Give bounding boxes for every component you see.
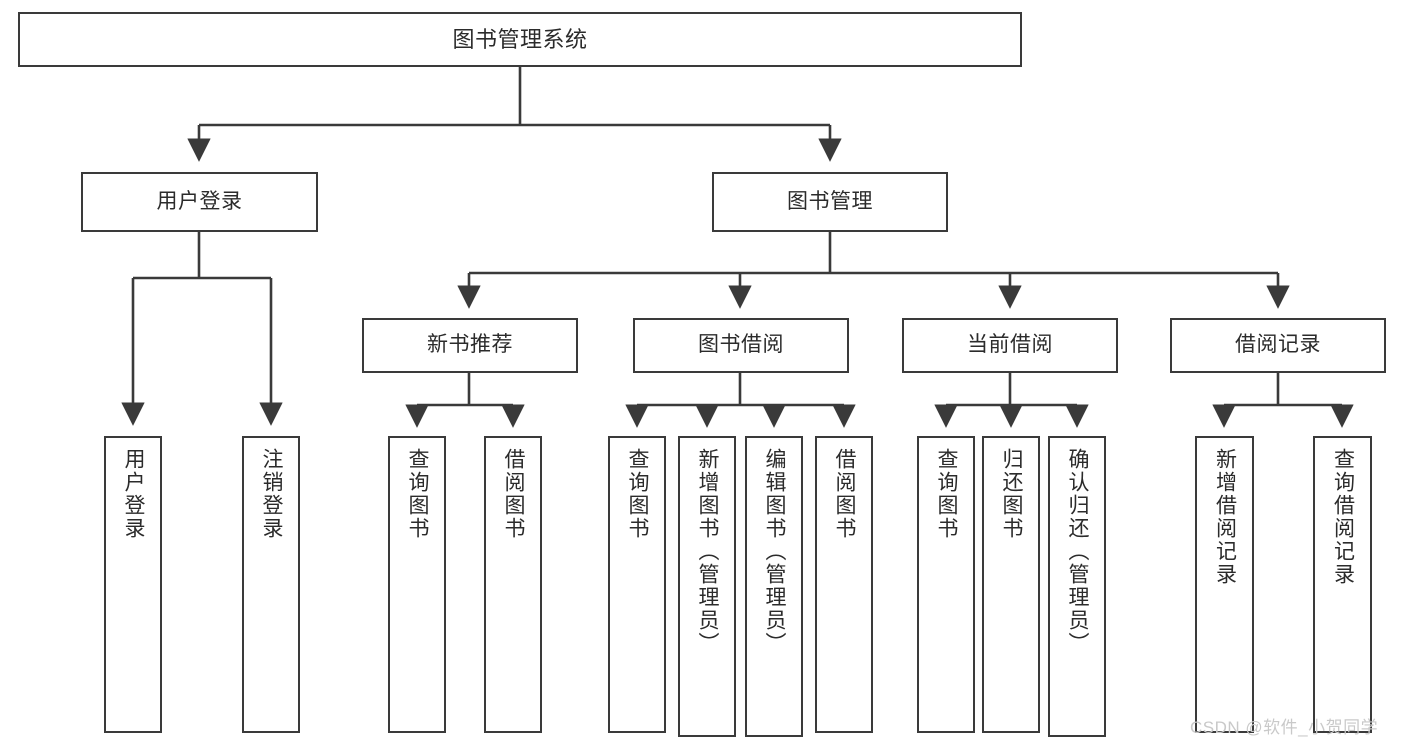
node-label: 图书借阅 [698, 333, 784, 357]
node-label: 注销登录 [260, 448, 284, 540]
node-current-borrow[interactable]: 当前借阅 [902, 318, 1118, 373]
node-user-login[interactable]: 用户登录 [81, 172, 318, 232]
leaf-query-borrow-record[interactable]: 查询借阅记录 [1313, 436, 1372, 733]
node-book-borrow[interactable]: 图书借阅 [633, 318, 849, 373]
node-label: 用户登录 [156, 189, 243, 213]
node-new-book-recommend[interactable]: 新书推荐 [362, 318, 578, 373]
node-label: 查询图书 [626, 448, 650, 540]
node-label: 借阅图书 [833, 448, 857, 540]
leaf-confirm-return-admin[interactable]: 确认归还（管理员） [1048, 436, 1106, 737]
node-label: 查询图书 [935, 448, 959, 540]
leaf-add-book-admin[interactable]: 新增图书（管理员） [678, 436, 736, 737]
leaf-borrow-book-1[interactable]: 借阅图书 [484, 436, 542, 733]
leaf-edit-book-admin[interactable]: 编辑图书（管理员） [745, 436, 803, 737]
leaf-logout[interactable]: 注销登录 [242, 436, 300, 733]
node-label: 借阅图书 [502, 448, 526, 540]
node-label: 查询图书 [406, 448, 430, 540]
node-label: 图书管理 [787, 189, 873, 213]
node-label: 当前借阅 [967, 333, 1053, 357]
node-label: 归还图书 [1000, 448, 1024, 540]
node-label: 用户登录 [122, 448, 146, 540]
csdn-watermark: CSDN @软件_小贺同学 [1190, 718, 1379, 737]
node-label: 借阅记录 [1235, 333, 1321, 357]
node-label: 查询借阅记录 [1331, 448, 1355, 586]
leaf-return-book[interactable]: 归还图书 [982, 436, 1040, 733]
leaf-add-borrow-record[interactable]: 新增借阅记录 [1195, 436, 1254, 733]
leaf-query-book-2[interactable]: 查询图书 [608, 436, 666, 733]
node-borrow-record[interactable]: 借阅记录 [1170, 318, 1386, 373]
node-root-system[interactable]: 图书管理系统 [18, 12, 1022, 67]
node-label: 编辑图书（管理员） [763, 448, 787, 655]
node-label: 新增图书（管理员） [696, 448, 720, 655]
node-book-manage[interactable]: 图书管理 [712, 172, 948, 232]
node-label: 新增借阅记录 [1213, 448, 1237, 586]
leaf-borrow-book-2[interactable]: 借阅图书 [815, 436, 873, 733]
leaf-query-book-3[interactable]: 查询图书 [917, 436, 975, 733]
leaf-user-login[interactable]: 用户登录 [104, 436, 162, 733]
leaf-query-book-1[interactable]: 查询图书 [388, 436, 446, 733]
node-label: 新书推荐 [427, 333, 513, 357]
node-label: 确认归还（管理员） [1066, 448, 1090, 655]
node-label: 图书管理系统 [452, 26, 588, 52]
